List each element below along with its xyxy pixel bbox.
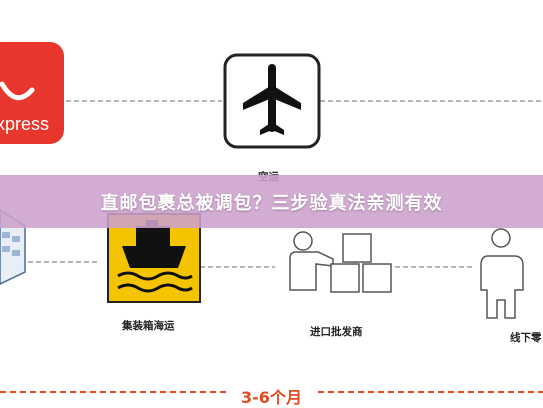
- duration-label: 3-6个月: [241, 388, 302, 407]
- node-label-wholesale: 进口批发商: [310, 326, 363, 338]
- retailer-icon: [480, 228, 524, 319]
- airplane-icon: [223, 53, 321, 149]
- container-ship-icon: [107, 213, 201, 303]
- banner-title: 直邮包裹总被调包？三步验真法亲测有效: [100, 192, 443, 214]
- logo-text: xpress: [0, 114, 50, 134]
- aliexpress-logo: [0, 42, 64, 144]
- node-label-offline: 线下零: [510, 332, 542, 344]
- title-banner: 直邮包裹总被调包？三步验真法亲测有效: [0, 175, 543, 228]
- wholesaler-icon: [289, 231, 392, 293]
- node-label-sea: 集装箱海运: [122, 320, 175, 332]
